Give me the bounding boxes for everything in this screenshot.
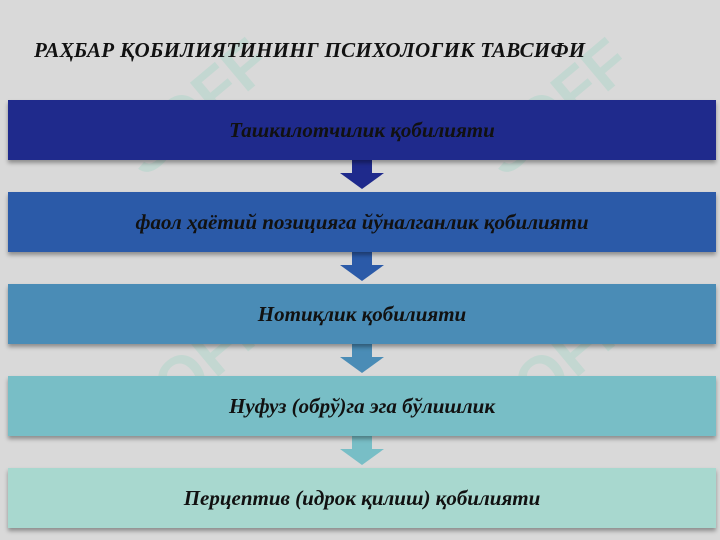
flow-step-label: Нуфуз (обрў)га эга бўлишлик (229, 393, 495, 418)
flow-step: Нуфуз (обрў)га эга бўлишлик (8, 376, 716, 436)
flow-step: фаол ҳаётий позицияга йўналганлик қобили… (8, 192, 716, 252)
flow-step: Перцептив (идрок қилиш) қобилияти (8, 468, 716, 528)
flow-step-label: Перцептив (идрок қилиш) қобилияти (183, 485, 541, 510)
flow-step-label: фаол ҳаётий позицияга йўналганлик қобили… (135, 209, 589, 234)
flow-step: Ташкилотчилик қобилияти (8, 100, 716, 160)
flow-step: Нотиқлик қобилияти (8, 284, 716, 344)
flow-step-label: Нотиқлик қобилияти (257, 301, 467, 326)
slide-title: РАҲБАР ҚОБИЛИЯТИНИНГ ПСИХОЛОГИК ТАВСИФИ (34, 38, 586, 62)
flow-step-label: Ташкилотчилик қобилияти (229, 117, 495, 142)
